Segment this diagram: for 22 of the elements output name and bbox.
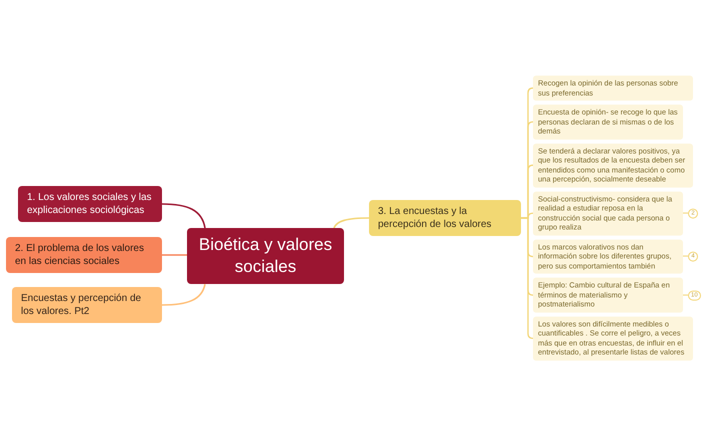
topic-text: 3. La encuestas y la percepción de los valores bbox=[378, 205, 492, 231]
note-box bbox=[533, 76, 693, 101]
note-box bbox=[533, 143, 693, 188]
central-topic-box bbox=[187, 228, 344, 284]
topic-box bbox=[369, 200, 521, 236]
connector-line bbox=[521, 217, 534, 340]
connector-line bbox=[162, 203, 206, 228]
note-box bbox=[533, 239, 683, 274]
topic-box bbox=[12, 287, 162, 323]
topic-box bbox=[6, 237, 162, 273]
topic-text: 1. Los valores sociales y las explicaciones sociológicas bbox=[27, 191, 153, 217]
connector-line bbox=[162, 284, 206, 306]
note-box bbox=[533, 104, 683, 140]
topic-box bbox=[18, 186, 162, 222]
note-box bbox=[533, 191, 683, 236]
connector-line bbox=[333, 217, 369, 228]
topic-text: Encuestas y percepción de los valores. Pt2 bbox=[21, 292, 142, 318]
note-box bbox=[533, 316, 693, 360]
topic-text: 2. El problema de los valores en las ciencias sociales bbox=[15, 242, 145, 268]
connector-line bbox=[162, 254, 187, 256]
central-topic-text: Bioética y valores sociales bbox=[198, 234, 334, 278]
note-box bbox=[533, 278, 683, 312]
